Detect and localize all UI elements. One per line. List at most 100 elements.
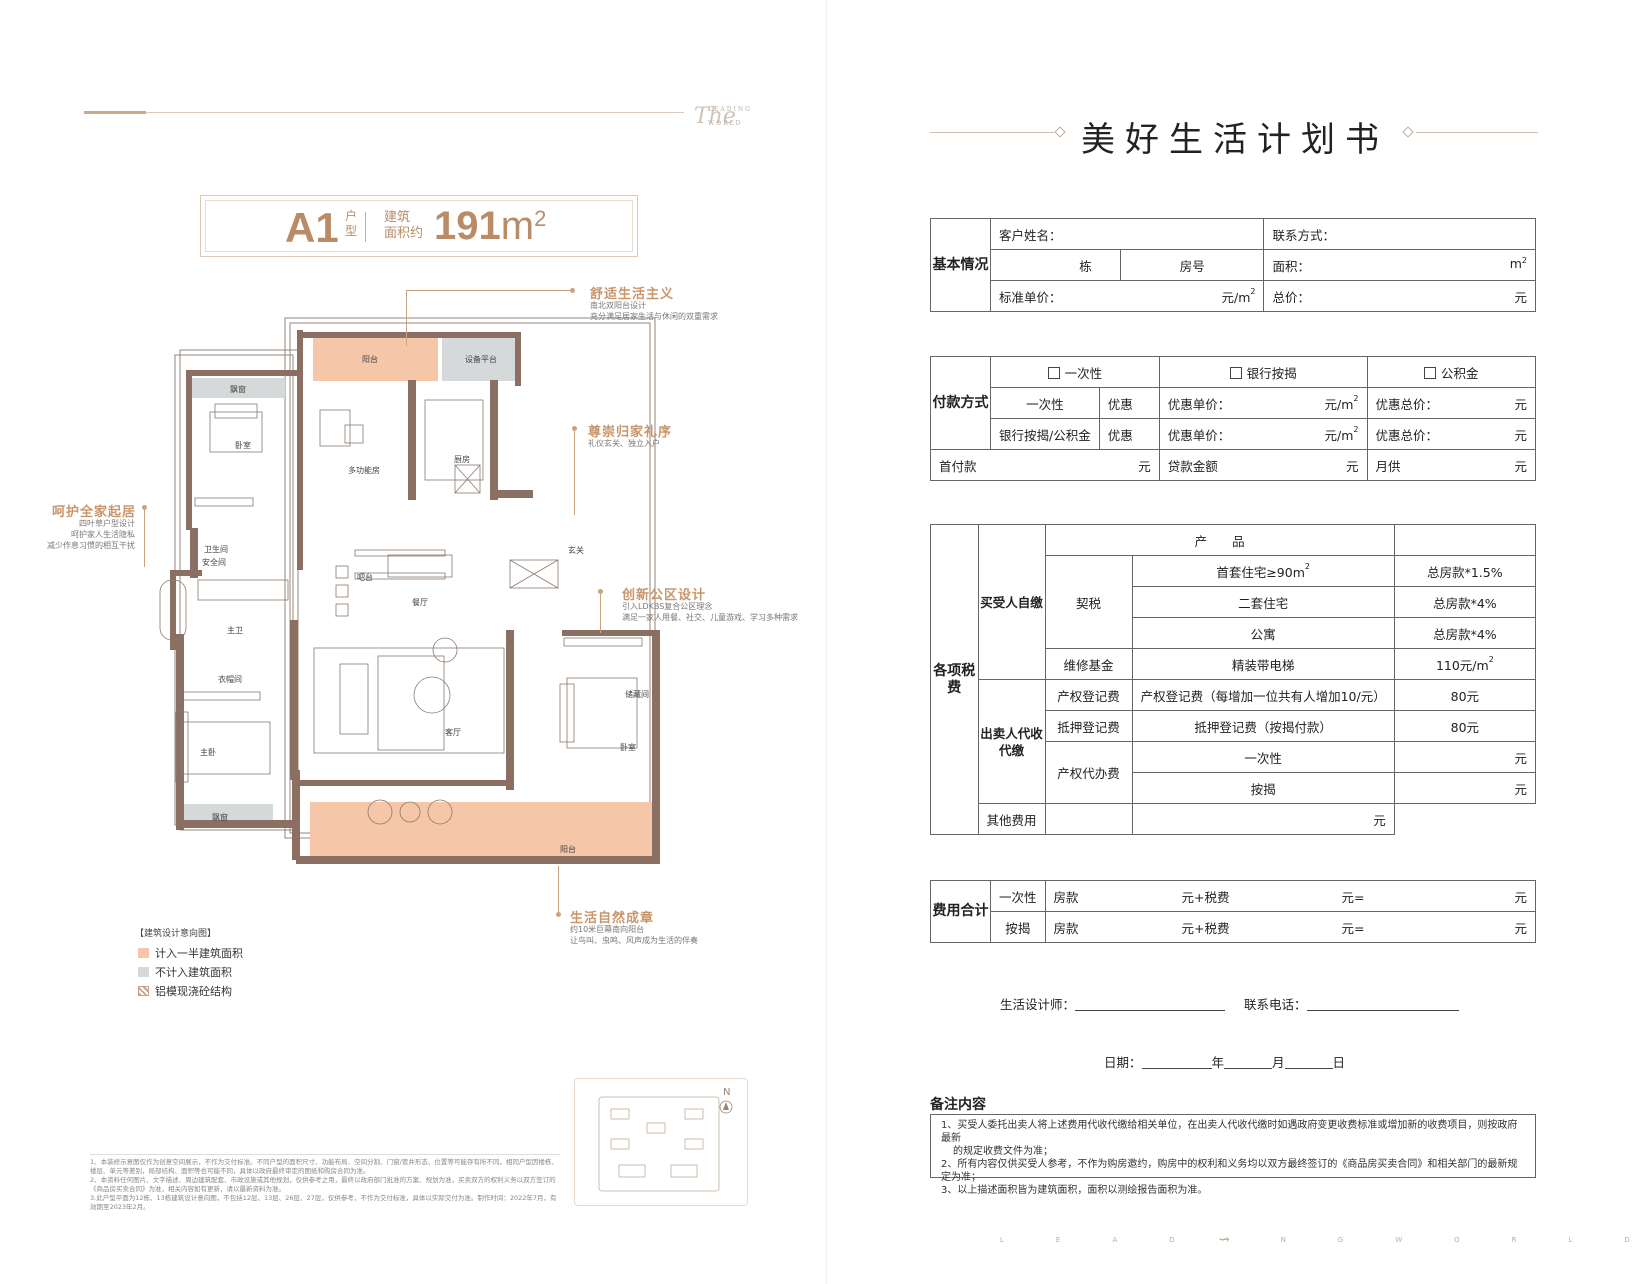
room-living: 客厅 xyxy=(445,727,461,737)
agency-loan-field[interactable]: 元 xyxy=(1393,772,1537,804)
unit-price-field[interactable]: 标准单价： 元/m2 xyxy=(989,280,1265,312)
loan-discount-total[interactable]: 优惠总价： 元 xyxy=(1366,418,1536,450)
basic-info-table: 基本情况 客户姓名： 联系方式： 栋 房号 面积： m2 标准单价： 元/m2 … xyxy=(930,218,1536,312)
site-map-drawing: N xyxy=(598,1087,733,1192)
reg-fee-rate: 80元 xyxy=(1393,679,1537,711)
lump-sum-discount-total[interactable]: 优惠总价： 元 xyxy=(1366,387,1536,419)
room-kitchen: 厨房 xyxy=(454,454,470,464)
annotation-3-desc-3: 减少作息习惯的相互干扰 xyxy=(47,541,135,550)
area-value: 191m2 xyxy=(434,204,546,249)
summary-row1-label: 一次性 xyxy=(990,880,1046,912)
annotation-3-desc-2: 呵护家人生活隐私 xyxy=(71,530,135,539)
option-fund[interactable]: 公积金 xyxy=(1366,356,1536,388)
room-bedroom-2: 卧室 xyxy=(620,742,636,752)
area-field-sup: 2 xyxy=(1521,255,1527,265)
summary-row2-field[interactable]: 房款元+税费元=元 xyxy=(1044,911,1537,943)
room-equipment: 设备平台 xyxy=(465,354,497,364)
annotation-3-desc-1: 四叶草户型设计 xyxy=(79,519,135,528)
room-multi: 多功能房 xyxy=(348,465,380,475)
product-header-blank xyxy=(1393,524,1537,556)
down-payment-field[interactable]: 首付款 元 xyxy=(930,449,1160,481)
first-home-text: 首套住宅≥90m xyxy=(1216,564,1305,580)
option-lump-sum[interactable]: 一次性 xyxy=(990,356,1160,388)
annotation-5-desc-1: 约10米巨幕南向阳台 xyxy=(570,925,645,934)
agency-loan-label: 按揭 xyxy=(1131,772,1395,804)
area-label: 建筑 面积约 xyxy=(384,210,423,242)
monthly-label: 月供 xyxy=(1375,458,1401,474)
legend-title: 【建筑设计意向图】 xyxy=(135,929,217,939)
area-label-2: 面积约 xyxy=(384,226,424,241)
wave-icon: ∽ xyxy=(1218,1230,1231,1248)
top-rule-accent xyxy=(84,111,146,114)
title-rule-left xyxy=(930,132,1054,133)
option-lump-sum-label: 一次性 xyxy=(1064,365,1103,381)
year-input[interactable] xyxy=(1141,1068,1212,1069)
agency-fee-label: 产权代办费 xyxy=(1044,741,1133,804)
other-fee-desc[interactable] xyxy=(1044,803,1133,835)
phone-input[interactable] xyxy=(1306,1010,1459,1011)
year-label: 年 xyxy=(1211,1055,1225,1070)
brand-watermark: The LEADING WORLD xyxy=(694,104,750,129)
floor-plan: 阳台 设备平台 飘窗 卧室 多功能房 厨房 玄关 卫生间 安全间 吧台 餐厅 主… xyxy=(159,317,660,864)
second-home-rate: 总房款*4% xyxy=(1393,586,1537,618)
disclaimer-1: 1、本装修示意图仅作为创意空间展示，不作为交付标准。不同户型的面积尺寸、功能布局… xyxy=(90,1158,558,1175)
room-entry: 玄关 xyxy=(568,545,584,555)
unit-price-sup: 2 xyxy=(1250,286,1256,296)
reg-fee-label: 产权登记费 xyxy=(1044,679,1133,711)
note-1: 1、买受人委托出卖人将上述费用代收代缴给相关单位，在出卖人代收代缴时如遇政府变更… xyxy=(941,1120,1518,1144)
tax-table: 各项税费 买受人自缴 产 品 契税 首套住宅≥90m2 总房款*1.5% 二套住… xyxy=(930,524,1537,835)
annotation-4-desc-1: 引入LDKBS复合公区理念 xyxy=(622,602,713,611)
bay-window-1-fill xyxy=(187,378,285,398)
title-diamond-right xyxy=(1402,126,1414,138)
mortgage-fee-desc: 抵押登记费（按揭付款） xyxy=(1131,710,1395,742)
legend-swatch-2 xyxy=(138,967,149,977)
leader-1-horizontal xyxy=(406,290,574,291)
mortgage-fee-label: 抵押登记费 xyxy=(1044,710,1133,742)
area-number: 191 xyxy=(434,204,501,248)
disclaimer-3: 3.此户型平面为12栋、13栋建筑设计意向图，不包括12层、13层、26层、27… xyxy=(90,1194,557,1211)
monthly-field[interactable]: 月供 元 xyxy=(1366,449,1536,481)
designer-input[interactable] xyxy=(1075,1010,1226,1011)
lump-sum-discount-price[interactable]: 优惠单价： 元/m2 xyxy=(1158,387,1368,419)
room-bay-2: 飘窗 xyxy=(212,812,228,822)
room-master-bath: 主卫 xyxy=(227,625,243,635)
day-input[interactable] xyxy=(1284,1068,1333,1069)
first-home-rate: 总房款*1.5% xyxy=(1393,555,1537,587)
other-fee-field[interactable]: 元 xyxy=(1131,803,1395,835)
option-bank-loan[interactable]: 银行按揭 xyxy=(1158,356,1368,388)
month-input[interactable] xyxy=(1224,1068,1273,1069)
summary-row2-eq: 元= xyxy=(1341,920,1365,936)
agency-once-field[interactable]: 元 xyxy=(1393,741,1537,773)
contact-field[interactable]: 联系方式： xyxy=(1263,218,1536,250)
loan-amount-label: 贷款金额 xyxy=(1167,458,1218,474)
legend-item-half-area: 计入一半建筑面积 xyxy=(138,945,243,961)
total-price-field[interactable]: 总价： 元 xyxy=(1263,280,1536,312)
checkbox-fund[interactable] xyxy=(1423,366,1436,379)
apartment-label: 公寓 xyxy=(1131,617,1395,649)
summary-row1-field[interactable]: 房款元+税费元=元 xyxy=(1044,880,1537,912)
building-label: 栋 xyxy=(1079,258,1092,274)
loan-amount-field[interactable]: 贷款金额 元 xyxy=(1158,449,1368,481)
designer-label: 生活设计师： xyxy=(1000,997,1076,1012)
payment-header: 付款方式 xyxy=(930,356,991,450)
loan-discount-total-label: 优惠总价： xyxy=(1375,427,1439,443)
lump-sum-price-sup: 2 xyxy=(1353,393,1359,403)
phone-label: 联系电话： xyxy=(1244,997,1307,1012)
watermark-line2: WORLD xyxy=(708,120,743,127)
area-field[interactable]: 面积： m2 xyxy=(1263,249,1536,281)
summary-row1-yuan: 元 xyxy=(1514,889,1527,905)
room-field[interactable]: 房号 xyxy=(1119,249,1265,281)
room-wc: 卫生间 xyxy=(204,544,228,554)
compass-north: N xyxy=(723,1087,730,1098)
checkbox-bank-loan[interactable] xyxy=(1229,366,1242,379)
loan-discount-price[interactable]: 优惠单价： 元/m2 xyxy=(1158,418,1368,450)
customer-name-label: 客户姓名： xyxy=(999,227,1062,243)
checkbox-lump-sum[interactable] xyxy=(1047,366,1060,379)
row-loan-discount: 优惠 xyxy=(1098,418,1160,450)
building-field[interactable]: 栋 xyxy=(990,249,1121,281)
summary-row2-label: 按揭 xyxy=(990,911,1046,943)
customer-name-field[interactable]: 客户姓名： xyxy=(989,218,1265,250)
summary-row2-plus: 元+税费 xyxy=(1181,920,1230,936)
north-balcony-fill xyxy=(313,336,438,381)
total-price-label: 总价： xyxy=(1272,289,1310,305)
